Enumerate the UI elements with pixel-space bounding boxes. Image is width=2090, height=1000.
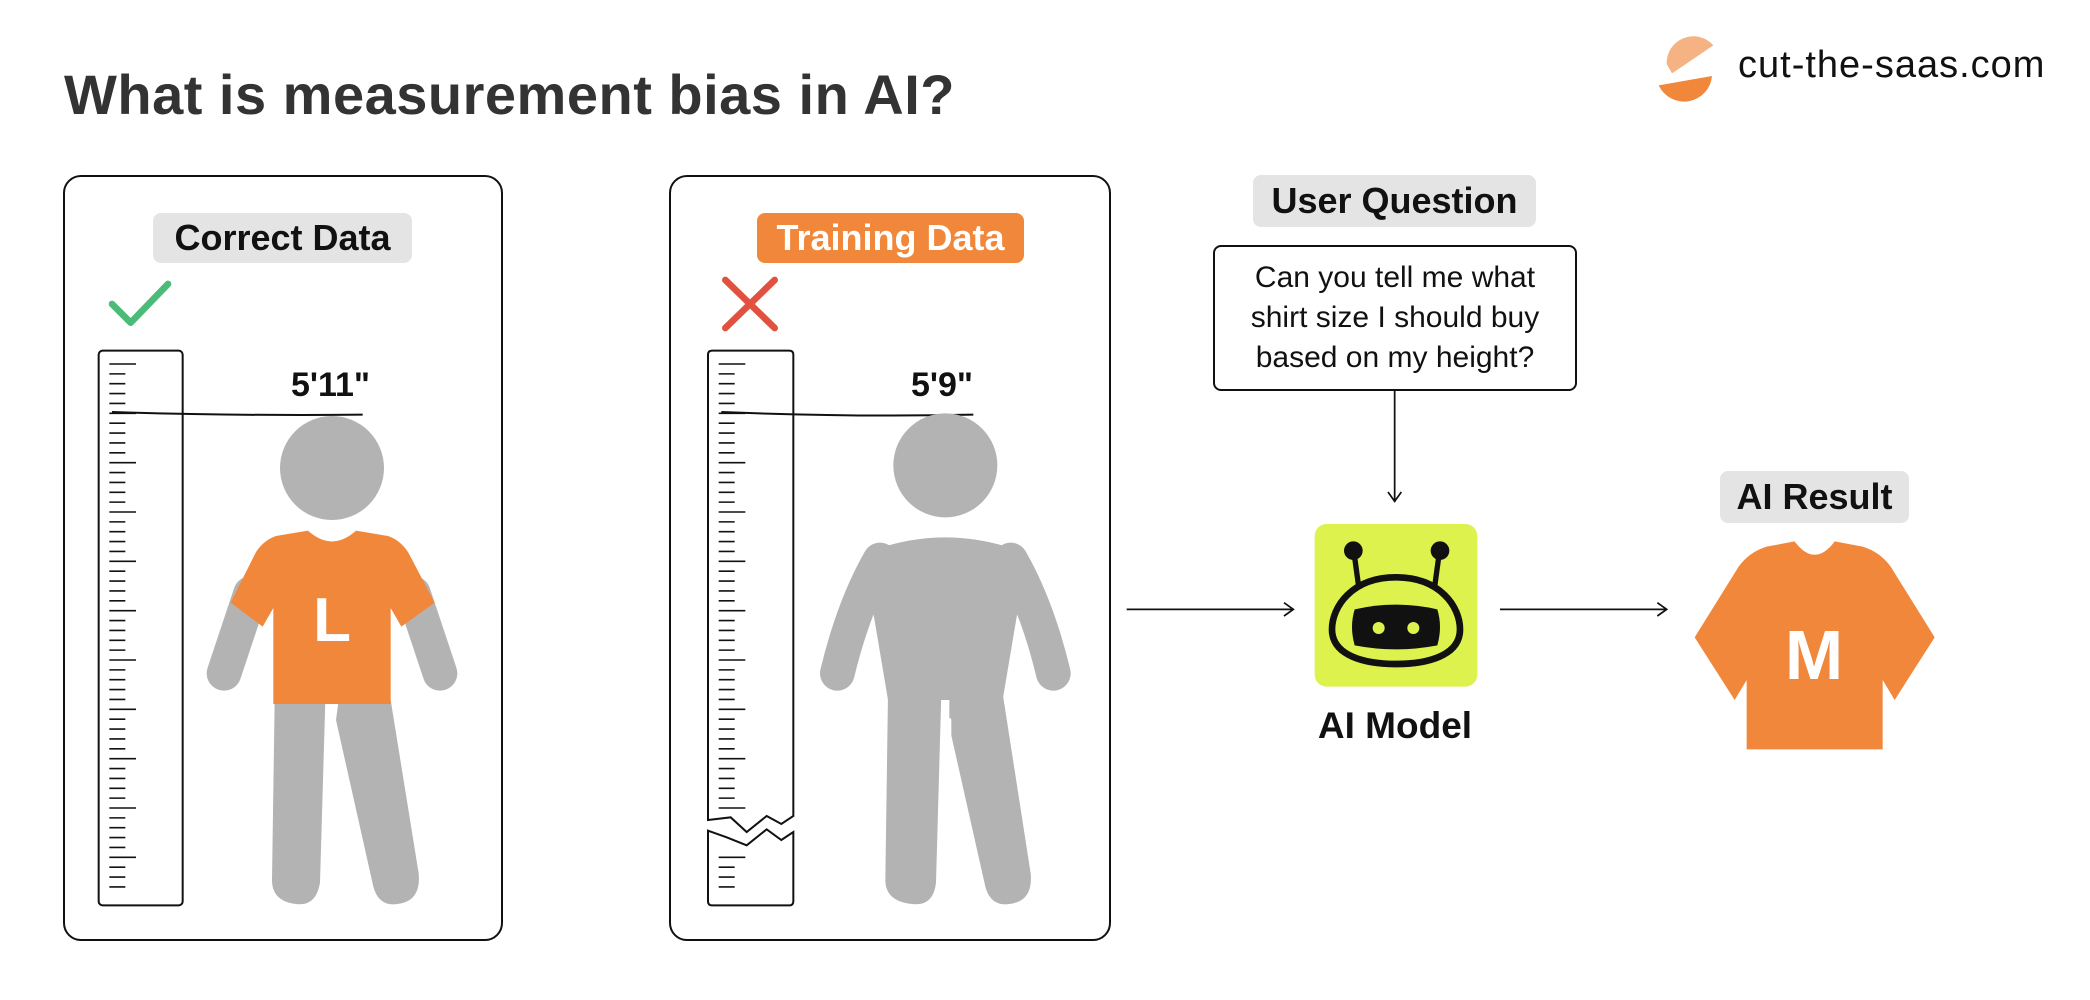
- user-question-bubble: Can you tell me what shirt size I should…: [1213, 245, 1577, 391]
- ruler-ticks: [109, 363, 136, 888]
- check-icon: [108, 280, 172, 326]
- shirt-size-result: M: [1784, 616, 1844, 694]
- shirt-size-correct: L: [313, 586, 351, 655]
- arrow-down-icon: [1387, 390, 1403, 503]
- cross-icon: [721, 276, 778, 332]
- user-question-label: User Question: [1253, 175, 1536, 227]
- height-line-correct: [111, 411, 363, 416]
- arrow-icon: [1500, 601, 1669, 617]
- logo-text: cut-the-saas.com: [1738, 44, 2046, 86]
- ruler-correct: [97, 349, 184, 907]
- height-correct: 5'11": [291, 366, 371, 404]
- correct-data-panel: [63, 175, 503, 941]
- height-training: 5'9": [911, 366, 974, 404]
- logo-icon: [1658, 36, 1714, 102]
- ai-result-label: AI Result: [1720, 471, 1909, 523]
- correct-data-label: Correct Data: [153, 213, 412, 263]
- person-training: [819, 413, 1071, 905]
- ai-model-label: AI Model: [1317, 705, 1473, 746]
- robot-icon: [1314, 524, 1478, 687]
- training-data-label: Training Data: [757, 213, 1024, 263]
- arrow-icon: [1126, 601, 1295, 617]
- shirt-correct: [230, 530, 435, 704]
- ruler-training-top: [707, 349, 795, 834]
- training-data-panel: [669, 175, 1111, 941]
- page-title: What is measurement bias in AI?: [64, 63, 955, 126]
- shirt-result: [1694, 541, 1935, 750]
